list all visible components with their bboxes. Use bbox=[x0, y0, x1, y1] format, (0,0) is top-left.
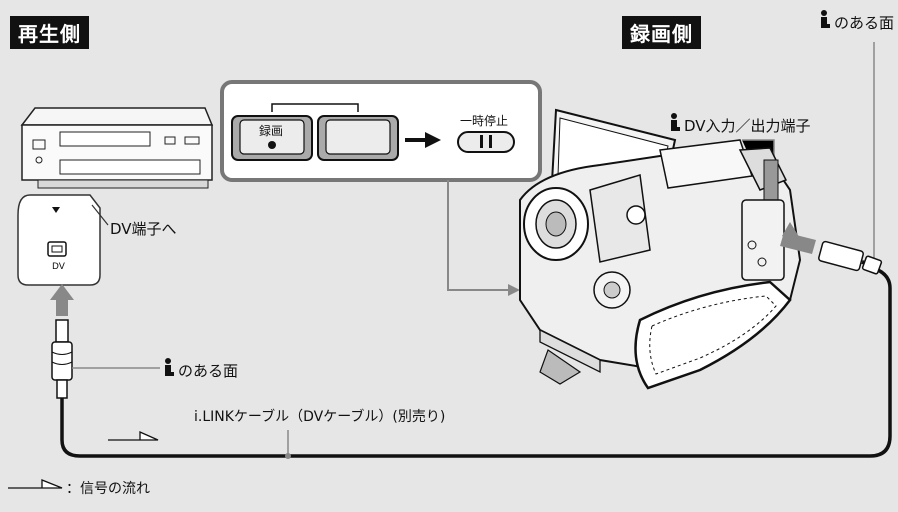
record-button-label: 録画 bbox=[259, 124, 284, 138]
i-link-icon bbox=[162, 358, 174, 376]
legend-label: ：信号の流れ bbox=[66, 481, 150, 497]
i-link-icon bbox=[668, 113, 680, 131]
i-link-icon bbox=[818, 10, 830, 28]
dv-io-terminal-label: DV入力／出力端子 bbox=[684, 117, 811, 135]
pause-button-shape bbox=[457, 131, 515, 153]
ilink-cable bbox=[60, 268, 892, 458]
insert-arrow-icon bbox=[50, 284, 74, 316]
i-face-top-label: のある面 bbox=[834, 14, 895, 32]
playback-side-tag: 再生側 bbox=[10, 16, 89, 49]
dv-port-icon bbox=[47, 241, 67, 257]
legend-arrow-icon bbox=[8, 479, 63, 489]
arrow-right-icon bbox=[405, 132, 441, 148]
dv-port-zoom bbox=[17, 194, 101, 286]
panel-to-camera-line bbox=[447, 180, 510, 291]
vcr-deck bbox=[20, 107, 214, 189]
right-cable-plug bbox=[780, 222, 883, 275]
i-face-left-label: のある面 bbox=[178, 362, 239, 380]
record-side-tag: 録画側 bbox=[622, 16, 701, 49]
record-dot-icon bbox=[268, 141, 276, 149]
dv-port-label: DV bbox=[52, 262, 65, 272]
cable-label: i.LINKケーブル（DVケーブル）(別売り) bbox=[194, 409, 446, 425]
panel-bracket bbox=[271, 103, 359, 112]
camcorder bbox=[519, 108, 802, 390]
pause-label: 一時停止 bbox=[460, 114, 509, 128]
signal-flow-arrow-icon bbox=[108, 430, 159, 441]
left-cable-plug bbox=[51, 319, 73, 399]
to-dv-terminal-label: DV端子へ bbox=[110, 220, 177, 238]
pause-icon bbox=[480, 135, 483, 148]
